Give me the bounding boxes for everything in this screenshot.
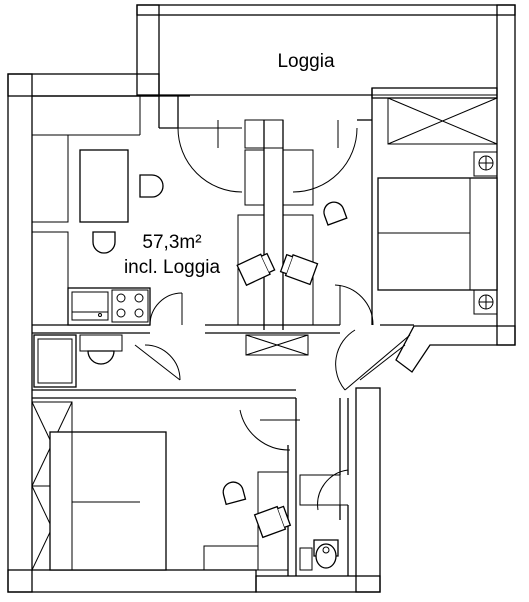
bed — [49, 431, 167, 571]
loggia: Loggia — [158, 14, 498, 96]
chair-icon — [279, 253, 319, 286]
lamp-icon — [473, 289, 498, 315]
area-label: 57,3m² incl. Loggia — [124, 232, 221, 278]
shower — [33, 334, 77, 388]
area-note: incl. Loggia — [124, 257, 221, 278]
wc — [299, 474, 341, 571]
door-swing-icon — [177, 127, 243, 193]
chair-icon — [253, 505, 292, 539]
chair-icon — [222, 481, 247, 506]
lamp-icon — [473, 151, 498, 177]
kitchen-table — [79, 149, 129, 223]
area-value: 57,3m² — [142, 232, 201, 253]
wardrobe — [387, 97, 498, 145]
chair-icon — [323, 201, 348, 226]
toilet-icon — [315, 543, 337, 569]
door-swing-icon — [292, 127, 358, 193]
chair-icon — [236, 252, 276, 287]
bathroom — [33, 334, 123, 388]
nightstand — [203, 545, 259, 571]
kitchen — [32, 96, 164, 326]
right-bedroom — [377, 97, 498, 315]
hallway-doors — [134, 284, 411, 511]
loggia-label: Loggia — [277, 51, 334, 72]
kitchen-counter — [67, 287, 151, 326]
loggia-doors — [177, 120, 358, 193]
chair-icon — [92, 231, 116, 254]
washbasin-icon — [87, 350, 115, 365]
chair-icon — [139, 174, 164, 198]
sink-icon — [71, 291, 109, 321]
bed — [377, 177, 498, 291]
center-furniture — [236, 149, 348, 326]
lower-bedroom — [31, 401, 292, 571]
stove-icon — [111, 289, 149, 323]
